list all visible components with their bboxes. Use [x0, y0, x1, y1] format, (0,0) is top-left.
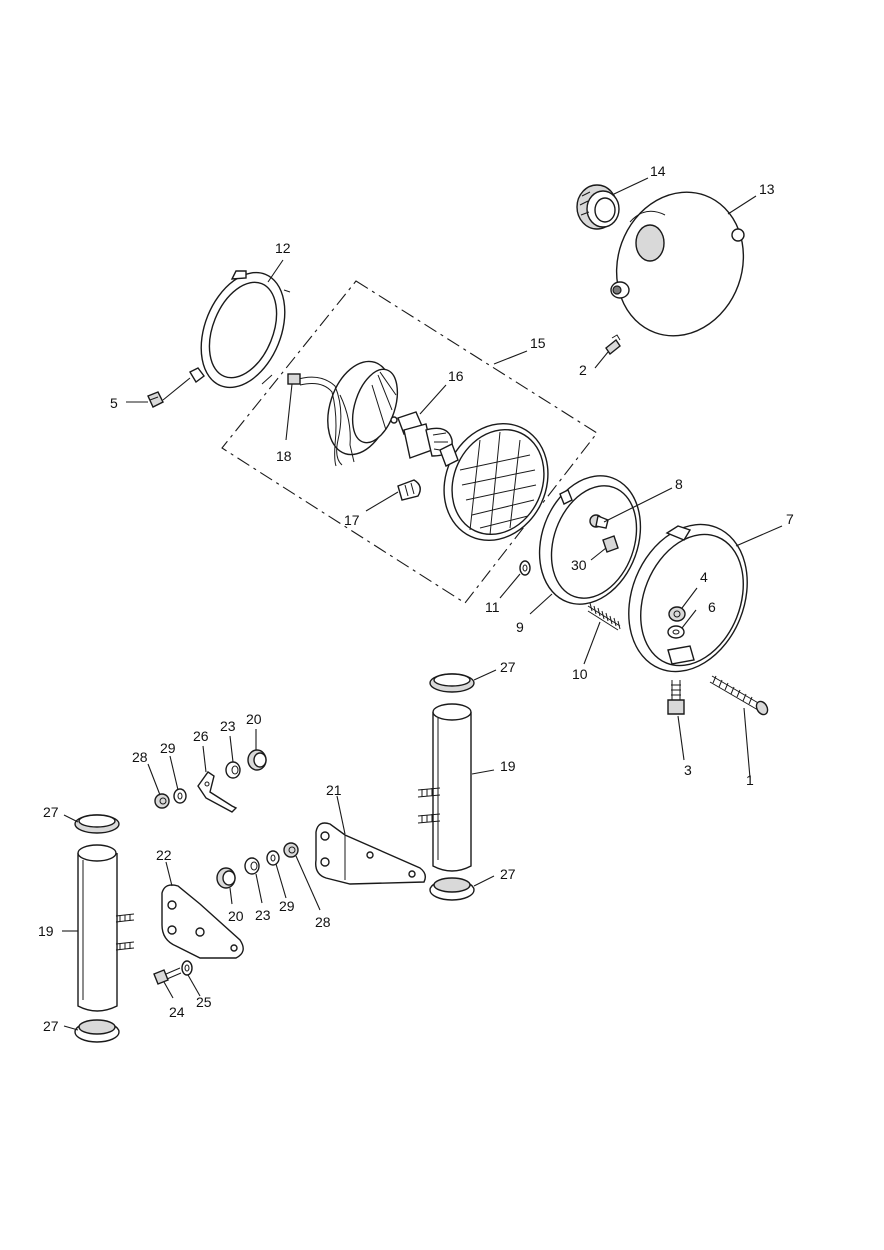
part-1-long-bolt [709, 675, 769, 716]
callout-17: 17 [344, 512, 360, 528]
assembly-15-boundary [221, 280, 598, 604]
callout-4: 4 [700, 569, 708, 585]
part-11-washer [519, 560, 531, 576]
callout-20-upper: 20 [246, 711, 262, 727]
part-15-headlamp-unit [439, 422, 549, 542]
callout-23-lower: 23 [255, 907, 271, 923]
part-22-lower-bracket [161, 884, 244, 959]
callout-27-right-top: 27 [500, 659, 516, 675]
part-28-nut-upper [154, 793, 170, 809]
callout-1: 1 [746, 772, 754, 788]
callout-5: 5 [110, 395, 118, 411]
part-18-bulb-holder [287, 360, 399, 467]
part-29-washer-lower [266, 850, 280, 866]
callout-22: 22 [156, 847, 172, 863]
callout-3: 3 [684, 762, 692, 778]
callout-25: 25 [196, 994, 212, 1010]
part-20-bush-upper [247, 749, 267, 771]
part-26-clip [197, 771, 238, 813]
tube-studs-right [417, 787, 441, 824]
part-17-pilot-bulb [397, 479, 421, 501]
callout-21: 21 [326, 782, 342, 798]
callout-6: 6 [708, 599, 716, 615]
part-29-washer-upper [173, 788, 187, 804]
part-27-grommet-top-right [429, 673, 475, 693]
part-12-rim [189, 270, 291, 389]
callout-27-right-bottom: 27 [500, 866, 516, 882]
part-9-inner-rim [538, 475, 642, 605]
callout-29-upper: 29 [160, 740, 176, 756]
callout-7: 7 [786, 511, 794, 527]
callout-30: 30 [571, 557, 587, 573]
callout-11: 11 [485, 599, 500, 615]
part-20-bush-lower [216, 867, 236, 889]
callout-28-lower: 28 [315, 914, 331, 930]
part-2-screw [605, 334, 621, 356]
callout-2: 2 [579, 362, 587, 378]
part-10-spring [587, 602, 621, 631]
part-21-bracket [315, 822, 427, 885]
part-23-spacer-upper [225, 761, 241, 779]
callout-12: 12 [275, 240, 291, 256]
part-16-headlamp-bulb [390, 411, 453, 459]
part-5-clip [147, 391, 164, 408]
callout-18: 18 [276, 448, 292, 464]
part-23-spacer-lower [244, 857, 260, 875]
part-14-grommet [576, 184, 620, 230]
tube-studs-left [115, 913, 135, 951]
part-19-left-tube [77, 844, 118, 1012]
leader-lines [62, 177, 783, 1031]
part-25-washer [181, 960, 193, 976]
part-7-outer-rim [628, 523, 748, 673]
callout-19-right: 19 [500, 758, 516, 774]
callout-27-left-bottom: 27 [43, 1018, 59, 1034]
part-13-headlamp-shell [610, 191, 745, 337]
callout-27-left-top: 27 [43, 804, 59, 820]
callout-labels: 1 2 3 4 5 6 7 8 9 10 11 12 13 14 15 16 1… [38, 163, 794, 1034]
part-4-nut [668, 606, 686, 622]
callout-24: 24 [169, 1004, 185, 1020]
part-3-bolt [667, 680, 685, 715]
part-6-washer [667, 625, 685, 639]
callout-20-lower: 20 [228, 908, 244, 924]
callout-23-upper: 23 [220, 718, 236, 734]
part-8-screw [589, 514, 609, 529]
callout-15: 15 [530, 335, 546, 351]
callout-26: 26 [193, 728, 209, 744]
part-27-grommet-bottom-right [429, 877, 475, 901]
part-27-grommet-top-left [74, 814, 120, 834]
callout-28-upper: 28 [132, 749, 148, 765]
callout-8: 8 [675, 476, 683, 492]
callout-14: 14 [650, 163, 666, 179]
callout-13: 13 [759, 181, 775, 197]
part-28-nut-lower [283, 842, 299, 858]
part-19-right-tube [432, 703, 472, 872]
callout-9: 9 [516, 619, 524, 635]
callout-29-lower: 29 [279, 898, 295, 914]
callout-10: 10 [572, 666, 588, 682]
callout-19-left: 19 [38, 923, 54, 939]
callout-16: 16 [448, 368, 464, 384]
part-24-bolt [153, 967, 182, 985]
part-27-grommet-bottom-left [74, 1019, 120, 1043]
